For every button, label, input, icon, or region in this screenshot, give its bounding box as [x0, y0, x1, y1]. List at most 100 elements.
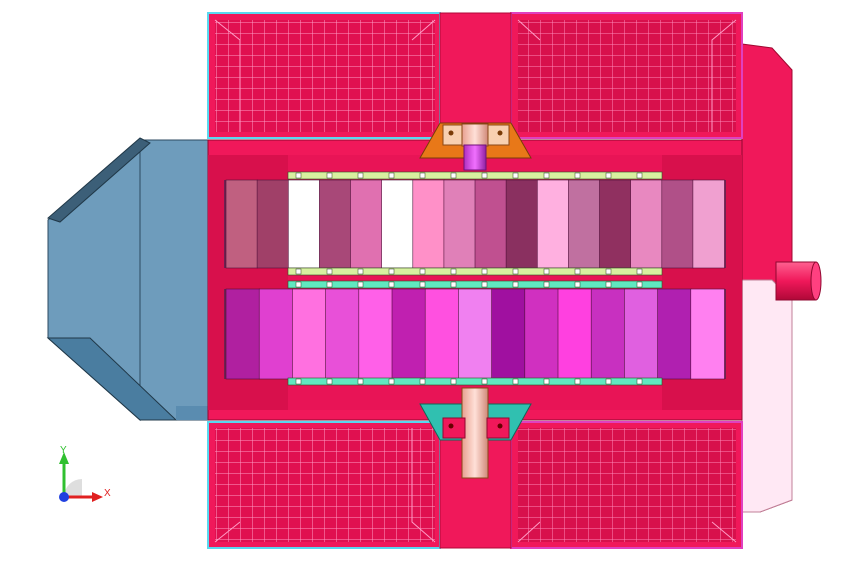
roll-band	[624, 288, 659, 380]
ring-bolt	[636, 172, 643, 179]
ring-bolt	[326, 268, 333, 275]
roll-band	[599, 179, 632, 269]
roll-band	[412, 179, 445, 269]
ring-bolt	[357, 281, 364, 288]
retaining-ring	[287, 280, 663, 289]
ring-bolt	[450, 268, 457, 275]
ring-bolt	[512, 281, 519, 288]
roll-band	[391, 288, 427, 380]
roll-band	[692, 179, 725, 269]
ring-bolt	[543, 268, 550, 275]
ring-bolt	[605, 172, 612, 179]
ring-bolt	[388, 268, 395, 275]
origin-dot	[59, 492, 69, 502]
ring-bolt	[605, 268, 612, 275]
ring-bolt	[512, 172, 519, 179]
ring-bolt	[636, 268, 643, 275]
ring-bolt	[543, 378, 550, 385]
ring-bolt	[295, 172, 302, 179]
ring-bolt	[295, 378, 302, 385]
axis-triad: Y X	[59, 445, 111, 502]
upper-shaft-pin	[463, 144, 487, 171]
roll-band	[225, 179, 258, 269]
ring-bolt	[605, 281, 612, 288]
shaft-end	[775, 261, 822, 301]
end-cover	[741, 279, 793, 513]
roll-band	[657, 288, 692, 380]
upper-bearing-block	[419, 122, 532, 171]
ring-bolt	[481, 172, 488, 179]
retaining-ring	[287, 267, 663, 276]
ring-bolt	[388, 172, 395, 179]
roll-band	[381, 179, 414, 269]
roll-band	[524, 288, 559, 380]
ring-bolt	[419, 172, 426, 179]
ring-bolt	[326, 378, 333, 385]
ring-bolt	[357, 378, 364, 385]
ring-bolt	[481, 268, 488, 275]
ring-bolt	[543, 281, 550, 288]
center-post-top	[439, 12, 512, 144]
upper-roll	[224, 171, 726, 276]
screen-panel-bottom-left	[207, 421, 441, 549]
ring-bolt	[636, 281, 643, 288]
roll-band	[225, 288, 261, 380]
roll-band	[424, 288, 460, 380]
ring-bolt	[388, 378, 395, 385]
ring-bolt	[419, 281, 426, 288]
ring-bolt	[574, 378, 581, 385]
ring-bolt	[574, 281, 581, 288]
feed-hopper	[46, 137, 209, 422]
ring-bolt	[295, 268, 302, 275]
lower-roll	[224, 280, 726, 386]
lower-bearing-block	[419, 387, 532, 479]
ring-bolt	[357, 268, 364, 275]
ring-bolt	[605, 378, 612, 385]
x-axis-label: X	[104, 488, 111, 499]
ring-bolt	[512, 378, 519, 385]
roll-band	[568, 179, 601, 269]
roll-band	[443, 179, 476, 269]
roll-band	[690, 288, 725, 380]
roll-band	[358, 288, 393, 380]
ring-bolt	[450, 378, 457, 385]
ring-bolt	[326, 281, 333, 288]
lower-shaft	[461, 387, 489, 479]
roll-band	[630, 179, 663, 269]
roll-band	[536, 179, 570, 269]
roll-band	[256, 179, 290, 269]
roll-band	[258, 288, 294, 380]
roll-band	[325, 288, 360, 380]
ring-bolt	[636, 378, 643, 385]
roll-band	[292, 288, 327, 380]
roll-band	[458, 288, 493, 380]
retaining-ring	[287, 171, 663, 180]
roll-band	[287, 179, 321, 269]
ring-bolt	[574, 172, 581, 179]
ring-bolt	[450, 172, 457, 179]
ring-bolt	[295, 281, 302, 288]
roll-band	[557, 288, 593, 380]
ring-bolt	[388, 281, 395, 288]
ring-bolt	[481, 281, 488, 288]
ring-bolt	[450, 281, 457, 288]
ring-bolt	[419, 268, 426, 275]
roll-band	[491, 288, 526, 380]
screen-panel-top-right	[510, 12, 743, 139]
y-axis-label: Y	[60, 445, 67, 456]
screen-panel-bottom-right	[510, 421, 743, 549]
screen-panel-top-left	[207, 12, 441, 139]
roll-band	[505, 179, 539, 269]
ring-bolt	[419, 378, 426, 385]
roll-band	[474, 179, 507, 269]
ring-bolt	[543, 172, 550, 179]
ring-bolt	[512, 268, 519, 275]
roll-band	[319, 179, 352, 269]
roll-band	[590, 288, 626, 380]
roll-band	[661, 179, 694, 269]
ring-bolt	[326, 172, 333, 179]
ring-bolt	[357, 172, 364, 179]
retaining-ring	[287, 377, 663, 386]
ring-bolt	[481, 378, 488, 385]
